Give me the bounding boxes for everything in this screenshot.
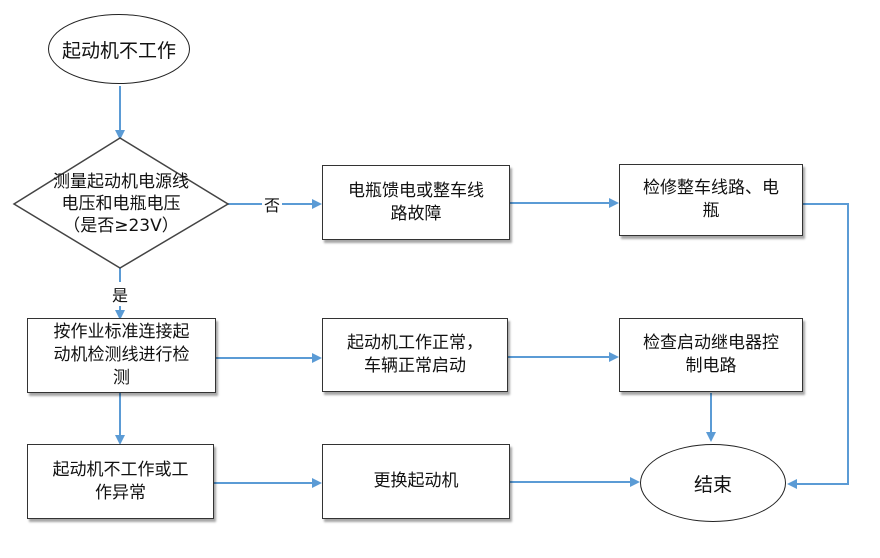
normal-start-box: 起动机工作正常， 车辆正常启动 (322, 318, 508, 392)
check-relay-box: 检查启动继电器控 制电路 (619, 318, 803, 392)
arrow-wiring-to-end (787, 203, 849, 489)
decision-node-text: 测量起动机电源线 电压和电瓶电压 （是否≥23V） (53, 171, 189, 237)
abnormal-box: 起动机不工作或工 作异常 (27, 444, 214, 519)
connect-test-box: 按作业标准连接起 动机检测线进行检 测 (27, 318, 216, 393)
replace-box: 更换起动机 (322, 444, 510, 519)
edge-label-no: 否 (262, 192, 283, 216)
battery-fault-box: 电瓶馈电或整车线 路故障 (322, 165, 510, 240)
start-node: 起动机不工作 (48, 14, 190, 84)
end-node: 结束 (640, 444, 786, 522)
check-wiring-box: 检修整车线路、电 瓶 (619, 164, 803, 236)
edge-label-yes: 是 (110, 282, 131, 306)
decision-diamond (12, 137, 230, 269)
